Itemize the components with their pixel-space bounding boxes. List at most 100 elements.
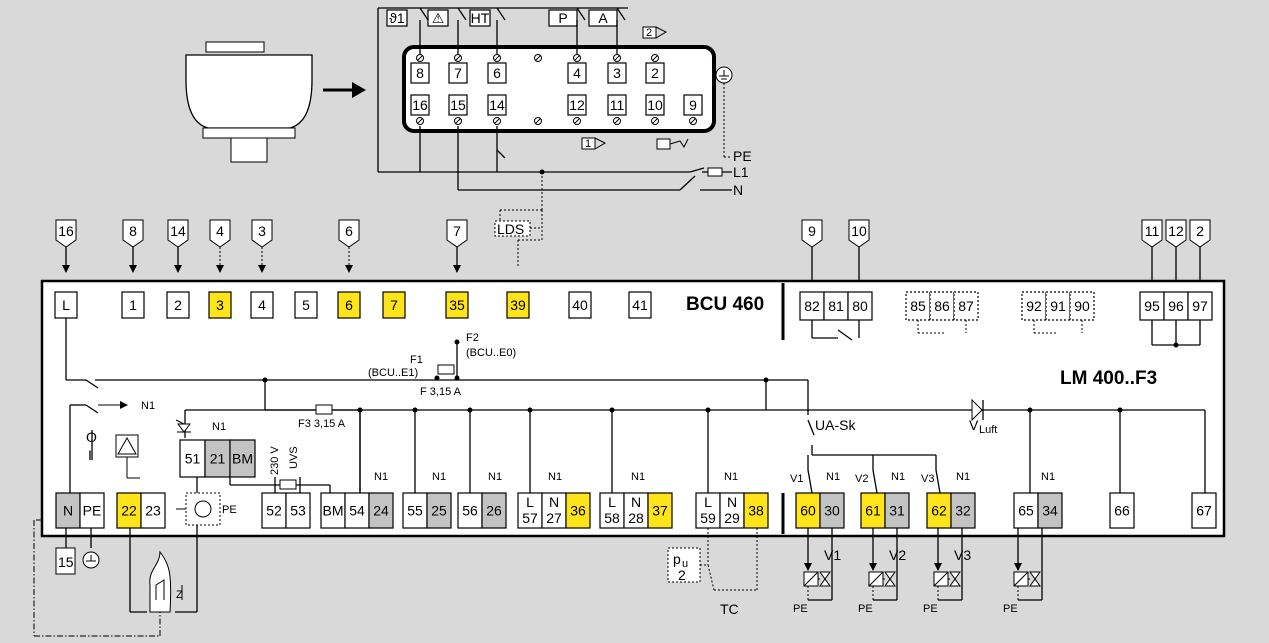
svg-text:2: 2 <box>678 567 686 583</box>
pe-label-4: PE <box>1003 603 1018 615</box>
svg-text:p: p <box>673 551 681 567</box>
ignition-terminal-51: 51 <box>179 439 206 478</box>
ground-icon <box>715 66 733 84</box>
top-terminal-41: 41 <box>628 291 652 319</box>
flag-2: 2 <box>1189 219 1211 291</box>
valve-1-icon: 1 <box>581 137 607 150</box>
thyristor-icon <box>175 419 191 433</box>
svg-text:4: 4 <box>258 297 266 313</box>
svg-text:11: 11 <box>1145 223 1160 239</box>
svg-text:15: 15 <box>450 97 466 113</box>
relay-terminal-95: 95 <box>1139 291 1165 321</box>
plug-terminal-11: 11 <box>607 94 627 116</box>
svg-text:L: L <box>62 297 70 313</box>
n1-label-1: N1 <box>432 471 446 483</box>
top-terminal-35: 35 <box>445 291 469 319</box>
svg-text:N: N <box>631 494 641 510</box>
flag-4: 4 <box>209 219 231 273</box>
ignition-terminal-21: 21 <box>204 439 231 478</box>
svg-text:LDS: LDS <box>497 221 524 237</box>
svg-text:22: 22 <box>121 503 137 519</box>
flag-16: 16 <box>55 219 77 273</box>
svg-text:N1: N1 <box>141 400 155 412</box>
bottom-terminal-66: 66 <box>1109 492 1135 529</box>
svg-text:27: 27 <box>546 510 562 526</box>
bottom-terminal-56: 56 <box>457 492 483 529</box>
valve-label-3: V3 <box>954 547 971 563</box>
bottom-terminal-N: N <box>55 492 81 529</box>
relay-terminal-92: 92 <box>1021 291 1047 321</box>
svg-text:29: 29 <box>724 510 740 526</box>
svg-text:32: 32 <box>955 503 971 519</box>
burner-flame-icon: Z <box>129 525 198 613</box>
pe-label-1: PE <box>793 603 808 615</box>
svg-text:37: 37 <box>652 503 668 519</box>
bottom-terminal-65: 65 <box>1013 492 1039 529</box>
plug-switch-label-4: A <box>588 9 618 27</box>
bottom-terminal-N: N29 <box>719 492 745 529</box>
bottom-terminal-53: 53 <box>285 492 311 529</box>
lds-sensor: LDS <box>494 209 543 268</box>
ignition-electrode-icon <box>656 138 689 150</box>
plug-terminal-3: 3 <box>607 62 627 84</box>
svg-text:⚠: ⚠ <box>432 10 445 26</box>
svg-text:28: 28 <box>628 510 644 526</box>
svg-text:F2: F2 <box>466 332 479 344</box>
pe-label-3: PE <box>923 603 938 615</box>
connector-plug <box>402 45 716 133</box>
protective-earth-loop <box>33 519 161 637</box>
switch-label-V3: V3 <box>921 473 934 485</box>
svg-text:10: 10 <box>647 97 663 113</box>
tc-label: TC <box>720 601 739 617</box>
switch-label-V1: V1 <box>790 473 803 485</box>
burner-illustration <box>185 41 313 163</box>
valve-label-1: V1 <box>824 547 841 563</box>
flag-12: 12 <box>1165 219 1187 291</box>
svg-text:24: 24 <box>373 503 389 519</box>
svg-text:34: 34 <box>1042 503 1058 519</box>
svg-text:53: 53 <box>290 503 306 519</box>
svg-text:9: 9 <box>689 97 697 113</box>
svg-text:3: 3 <box>613 65 621 81</box>
valve-2-icon: 2 <box>642 26 668 39</box>
svg-text:56: 56 <box>462 503 478 519</box>
bottom-terminal-BM: BM <box>320 492 346 529</box>
ignition-terminal-BM: BM <box>229 439 256 478</box>
svg-text:40: 40 <box>572 297 588 313</box>
flag-8: 8 <box>122 219 144 273</box>
svg-text:21: 21 <box>210 451 226 467</box>
flag-9: 9 <box>801 219 823 291</box>
relay-terminal-91: 91 <box>1045 291 1071 321</box>
supply-n-label: N <box>733 182 743 198</box>
svg-text:2: 2 <box>646 27 652 39</box>
svg-text:16: 16 <box>58 223 74 239</box>
flag-10: 10 <box>848 219 870 291</box>
svg-text:96: 96 <box>1168 298 1184 314</box>
svg-text:82: 82 <box>804 298 820 314</box>
flag-3: 3 <box>251 219 273 273</box>
flag-7: 7 <box>446 219 468 273</box>
svg-text:PE: PE <box>83 503 102 519</box>
relay-terminal-86: 86 <box>929 291 955 321</box>
relay-terminal-82: 82 <box>799 291 825 321</box>
relay-terminal-80: 80 <box>847 291 873 321</box>
svg-text:8: 8 <box>416 65 424 81</box>
svg-text:7: 7 <box>453 223 461 239</box>
top-terminal-L: L <box>54 291 78 319</box>
plug-switch-label-1: ⚠ <box>427 9 449 27</box>
svg-text:12: 12 <box>569 97 585 113</box>
supply-pe-label: PE <box>733 148 752 164</box>
svg-text:Luft: Luft <box>979 424 997 436</box>
svg-text:6: 6 <box>493 65 501 81</box>
svg-text:2: 2 <box>174 297 182 313</box>
svg-text:P: P <box>558 10 567 26</box>
relay-contacts <box>811 320 1201 348</box>
bottom-terminal-23: 23 <box>140 492 166 529</box>
svg-text:59: 59 <box>700 510 716 526</box>
plug-terminal-16: 16 <box>410 94 430 116</box>
supply-l1-label: L1 <box>733 164 749 180</box>
bottom-terminal-L: L59 <box>695 492 721 529</box>
n1-label-7: N1 <box>891 471 905 483</box>
lm-label: LM 400..F3 <box>1060 368 1157 389</box>
